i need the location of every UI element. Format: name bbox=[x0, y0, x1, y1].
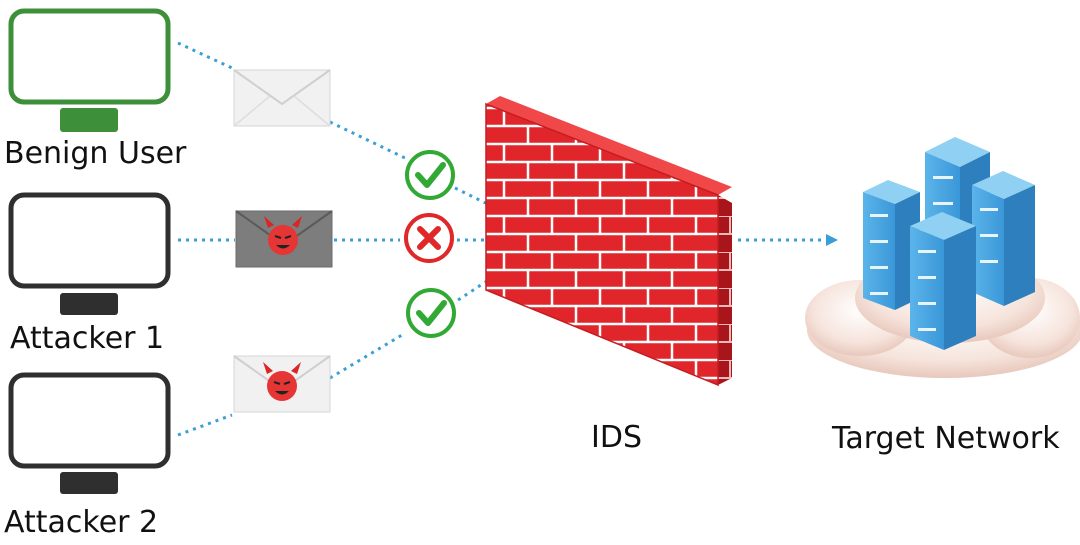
flow-lines bbox=[177, 41, 825, 437]
cross-icon bbox=[404, 213, 454, 263]
attacker-2-label: Attacker 2 bbox=[4, 505, 159, 540]
server-cloud-icon bbox=[805, 137, 1080, 378]
benign-monitor-icon bbox=[8, 8, 171, 132]
envelope-icon bbox=[233, 69, 331, 127]
devil-face-icon bbox=[264, 216, 302, 255]
ids-label: IDS bbox=[591, 420, 642, 455]
benign-flow-line bbox=[177, 41, 521, 222]
target-network-label: Target Network bbox=[832, 421, 1060, 456]
arrowhead bbox=[826, 234, 838, 246]
devil-envelope-icon bbox=[233, 355, 331, 413]
attacker2-flow-line bbox=[177, 256, 523, 437]
check-icon bbox=[406, 288, 456, 338]
devil-envelope-icon bbox=[235, 210, 333, 268]
server-rack-icon bbox=[972, 171, 1035, 306]
attacker-1-label: Attacker 1 bbox=[10, 321, 165, 356]
benign-user-label: Benign User bbox=[4, 136, 187, 171]
server-rack-icon bbox=[910, 212, 976, 350]
firewall-icon bbox=[485, 96, 732, 387]
attacker1-monitor-icon bbox=[8, 192, 171, 315]
check-icon bbox=[405, 150, 455, 200]
attacker2-monitor-icon bbox=[8, 372, 171, 494]
devil-face-icon bbox=[263, 362, 301, 401]
